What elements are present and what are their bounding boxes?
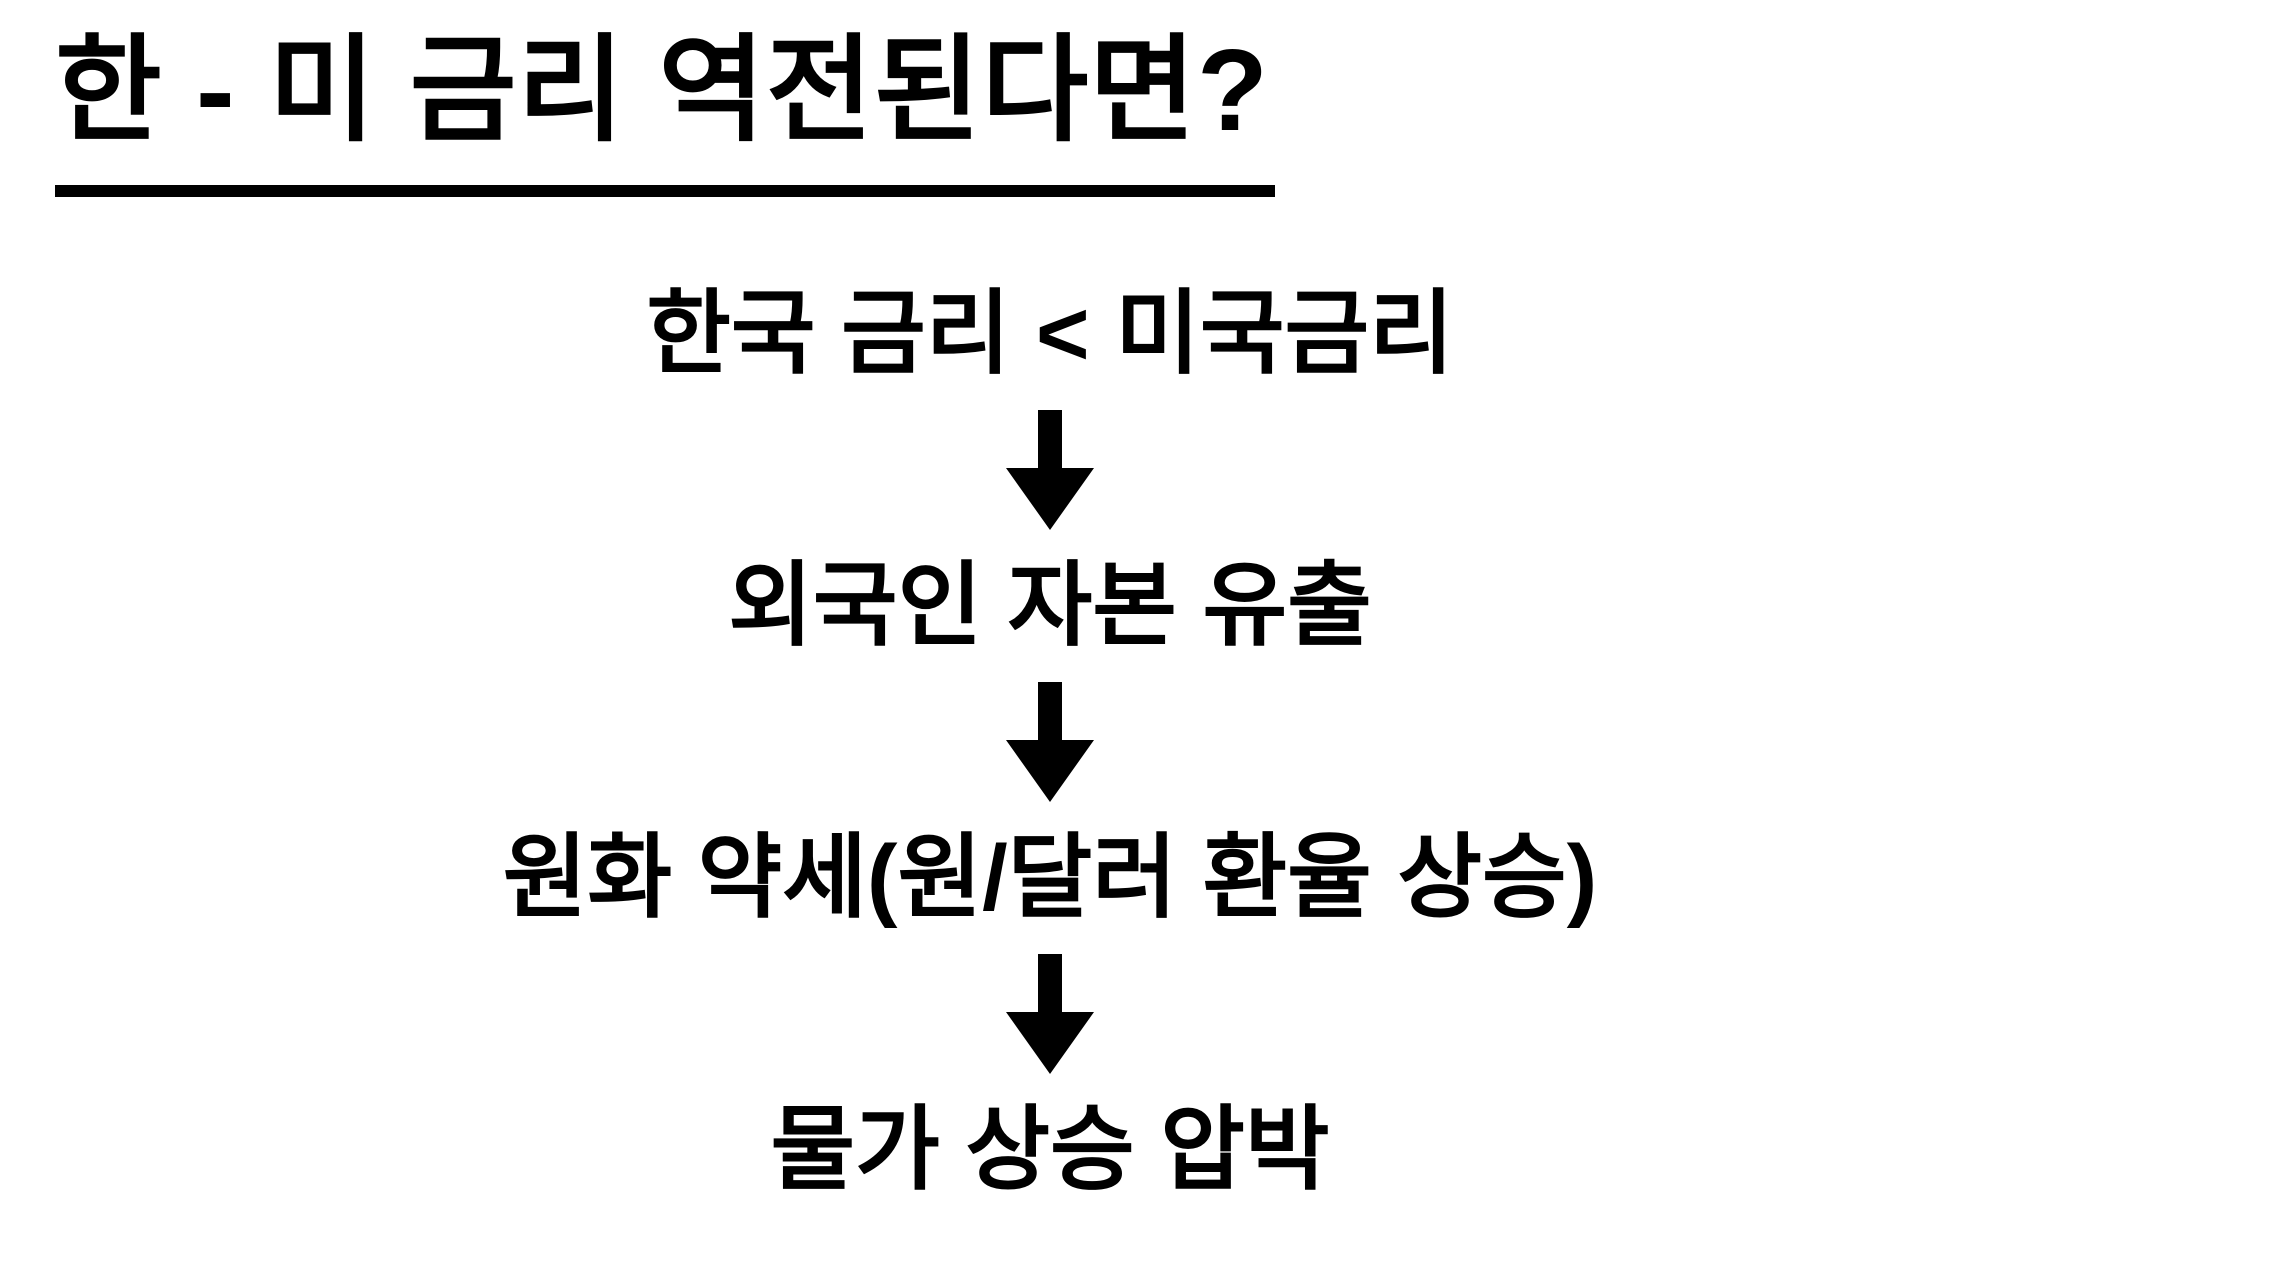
down-arrow-icon [1004, 410, 1096, 530]
flow-diagram: 한국 금리 < 미국금리 외국인 자본 유출 원화 약세(원/달러 환율 상승)… [502, 283, 1598, 1201]
flow-step-foreign-capital-outflow: 외국인 자본 유출 [728, 555, 1372, 657]
down-arrow-icon [1004, 954, 1096, 1074]
flow-step-won-weakness: 원화 약세(원/달러 환율 상승) [502, 827, 1598, 929]
flow-step-inflation-pressure: 물가 상승 압박 [770, 1099, 1330, 1201]
down-arrow-icon [1004, 682, 1096, 802]
page-title: 한 - 미 금리 역전된다면? [55, 18, 1275, 197]
flow-step-korea-vs-us-rate: 한국 금리 < 미국금리 [646, 283, 1454, 385]
